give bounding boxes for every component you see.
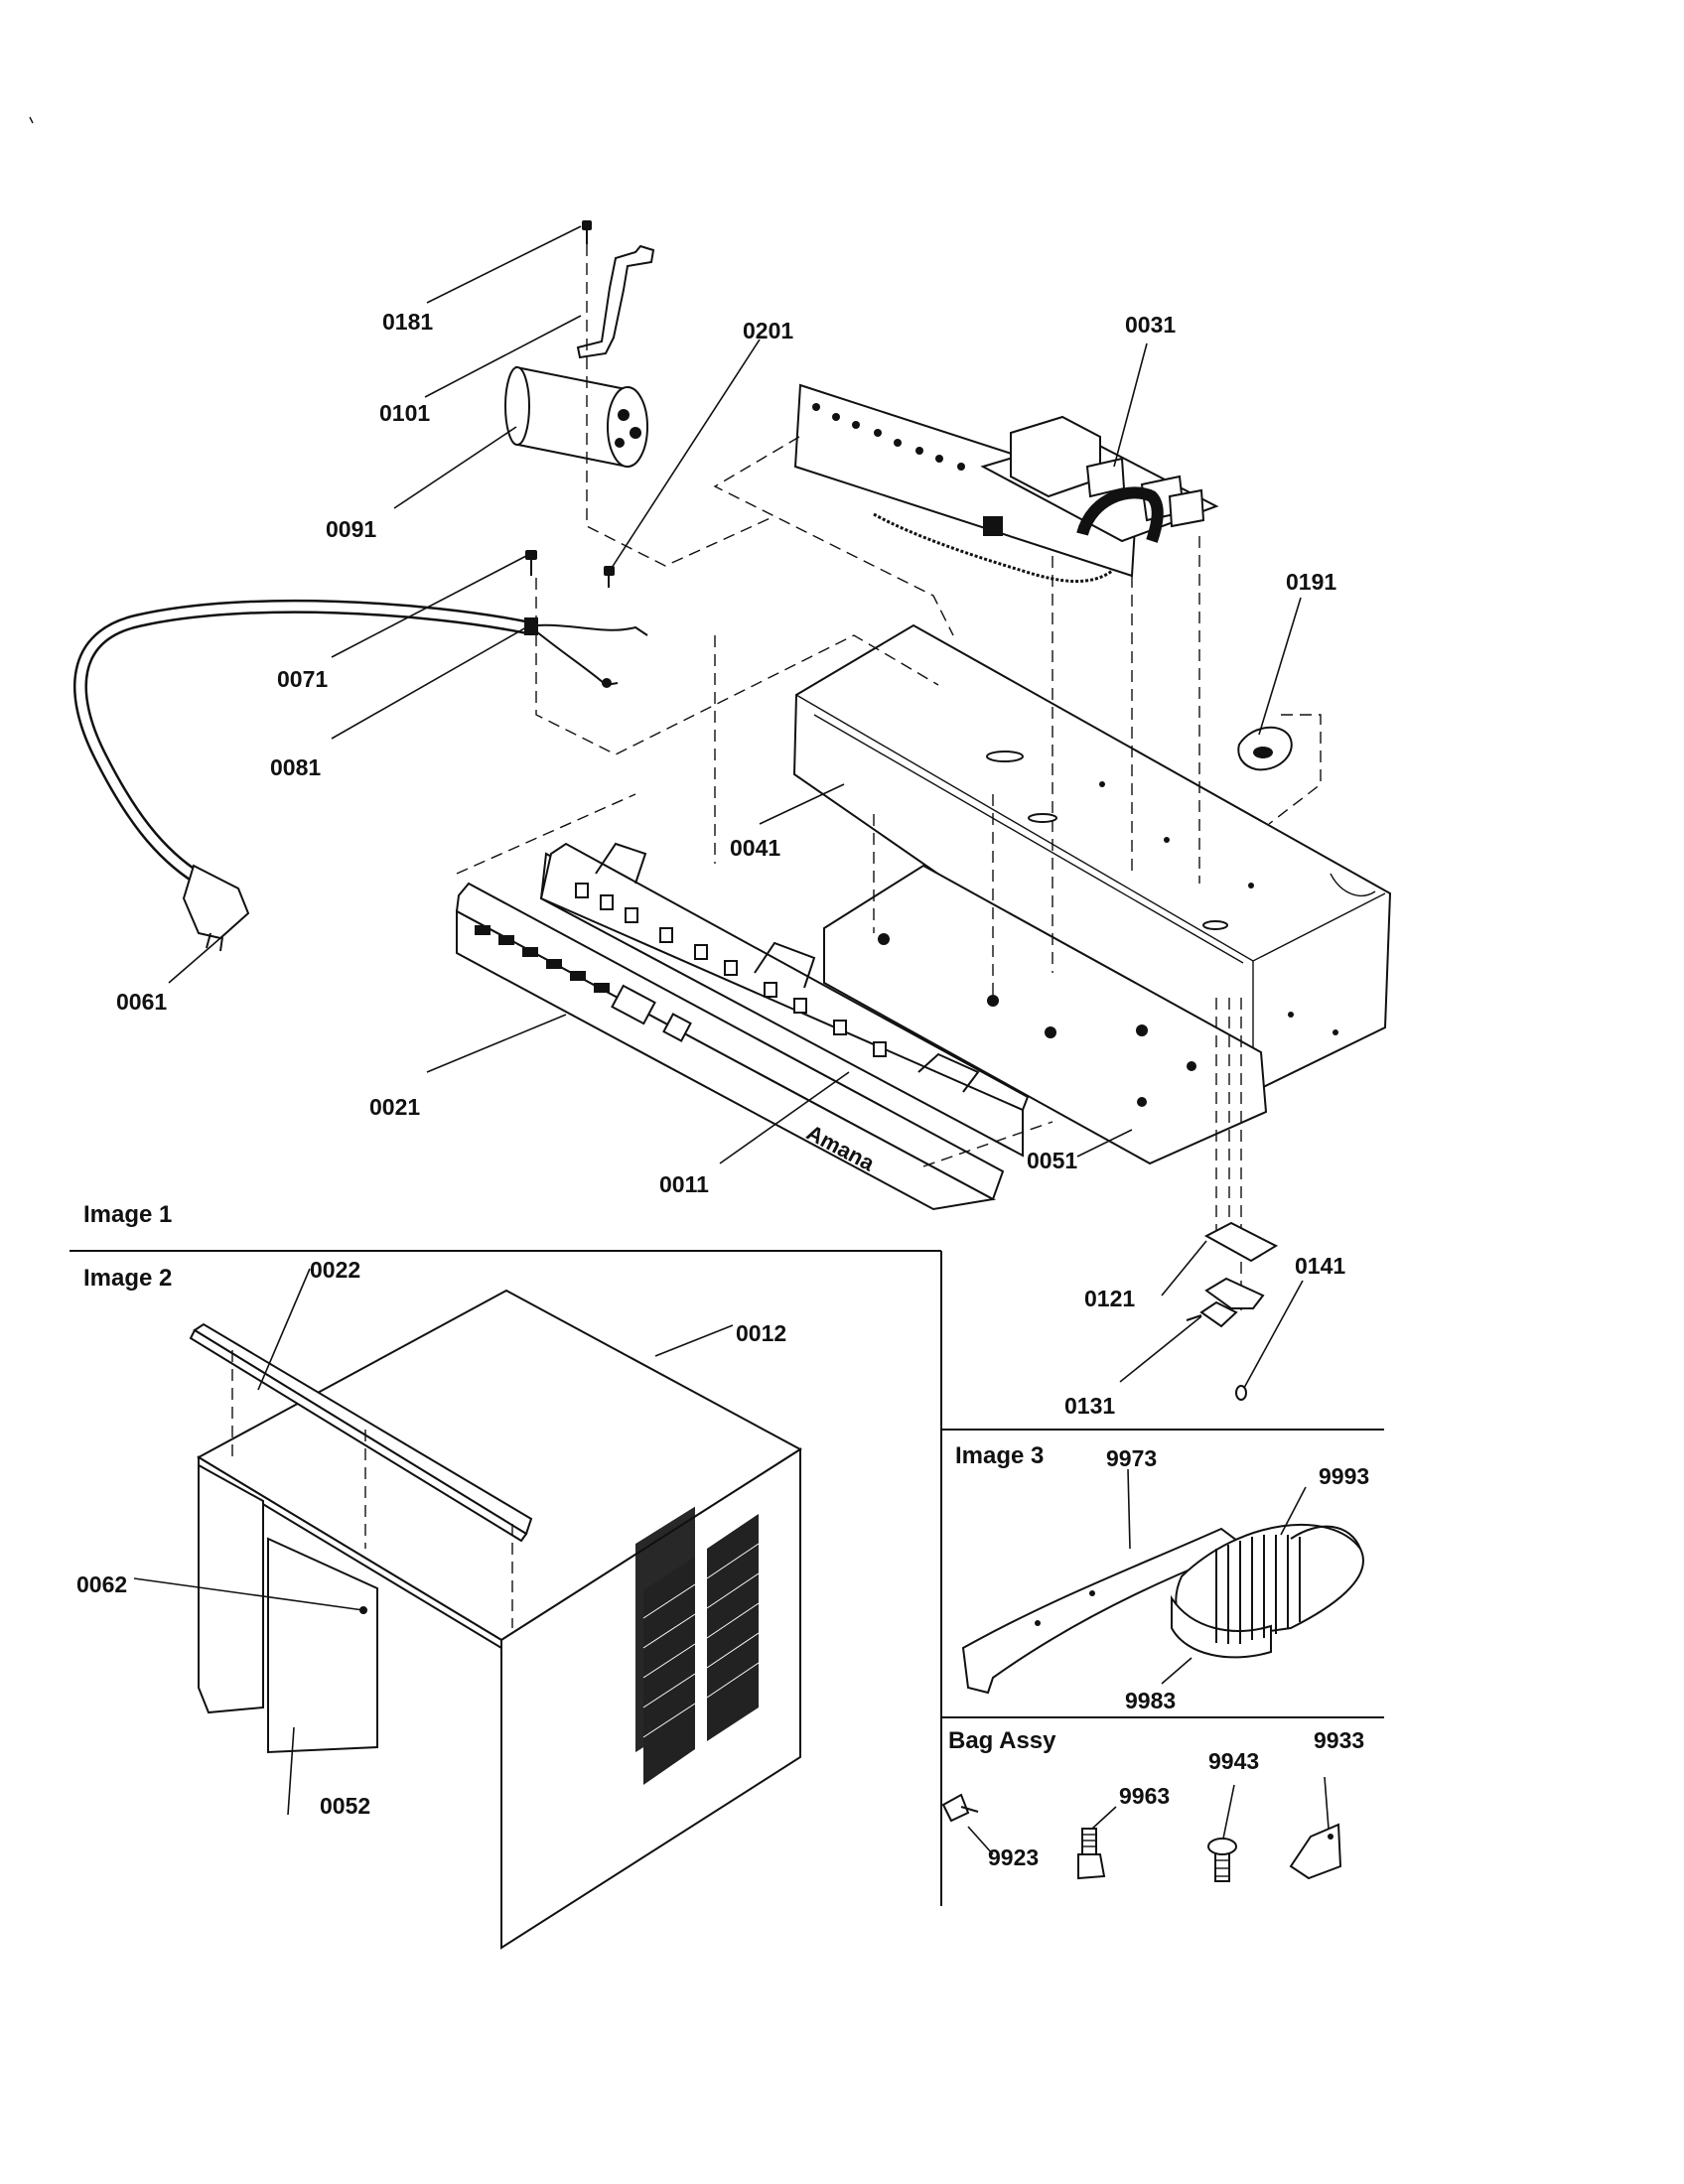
part-label-0191: 0191: [1286, 569, 1337, 595]
bolt-9963: [1077, 1828, 1106, 1880]
front-panel-0021: [455, 882, 1005, 1211]
rail-0022: [189, 1322, 533, 1543]
screw-0181: [582, 220, 592, 244]
part-label-0052: 0052: [320, 1793, 371, 1819]
cord-clamp-0081: [524, 617, 648, 688]
part-label-9983: 9983: [1125, 1688, 1177, 1713]
part-label-0012: 0012: [736, 1320, 787, 1346]
section-label-bag-assy: Bag Assy: [948, 1727, 1056, 1754]
screw-0201: [604, 566, 615, 588]
section-label-image2: Image 2: [83, 1265, 173, 1292]
part-label-0131: 0131: [1064, 1393, 1116, 1419]
leader-lines: [133, 225, 1330, 1855]
part-label-0091: 0091: [326, 516, 377, 542]
part-label-9963: 9963: [1119, 1783, 1171, 1809]
part-label-0071: 0071: [277, 666, 329, 692]
part-label-0022: 0022: [310, 1257, 361, 1283]
coil-9993-9983: [1171, 1523, 1364, 1659]
capacitor-0091: [504, 365, 648, 469]
part-label-9973: 9973: [1106, 1445, 1158, 1471]
control-board-0031: [980, 415, 1219, 543]
bracket-0101: [576, 244, 655, 359]
cabinet-0012: [196, 1289, 802, 1950]
base-plate-0051: [823, 864, 1268, 1165]
guide-lines-image2: [231, 1350, 513, 1628]
plate-0121: [1203, 1221, 1279, 1263]
power-cord-0061: [72, 599, 533, 952]
strain-relief-0191: [1237, 726, 1293, 771]
part-label-0062: 0062: [76, 1571, 128, 1597]
part-label-0141: 0141: [1295, 1253, 1346, 1279]
grille: [642, 1514, 760, 1785]
thermostat-0131: [1186, 1277, 1265, 1328]
part-label-0081: 0081: [270, 754, 322, 780]
part-label-0031: 0031: [1125, 312, 1177, 338]
part-label-0201: 0201: [743, 318, 794, 343]
screw-9943: [1207, 1838, 1237, 1882]
part-label-0101: 0101: [379, 400, 431, 426]
section-label-image3: Image 3: [955, 1442, 1045, 1469]
screw-0071: [525, 550, 537, 576]
part-label-9993: 9993: [1319, 1463, 1370, 1489]
part-label-0011: 0011: [659, 1171, 709, 1197]
part-label-0051: 0051: [1027, 1148, 1078, 1173]
part-label-0061: 0061: [116, 989, 168, 1015]
section-label-image1: Image 1: [83, 1201, 173, 1228]
bracket-9933: [1289, 1823, 1342, 1880]
part-label-0121: 0121: [1084, 1286, 1136, 1311]
part-label-0181: 0181: [382, 309, 434, 335]
part-label-9923: 9923: [988, 1844, 1040, 1870]
part-label-9933: 9933: [1314, 1727, 1365, 1753]
section-dividers: [70, 1250, 1384, 1906]
part-label-0021: 0021: [369, 1094, 421, 1120]
button-bracket-0011: [539, 842, 1030, 1158]
screw-9923: [941, 1793, 979, 1823]
screw-0141: [1235, 1385, 1247, 1401]
part-label-9943: 9943: [1208, 1748, 1260, 1774]
part-label-0041: 0041: [730, 835, 781, 861]
chassis-tray-0041: [792, 623, 1392, 1094]
